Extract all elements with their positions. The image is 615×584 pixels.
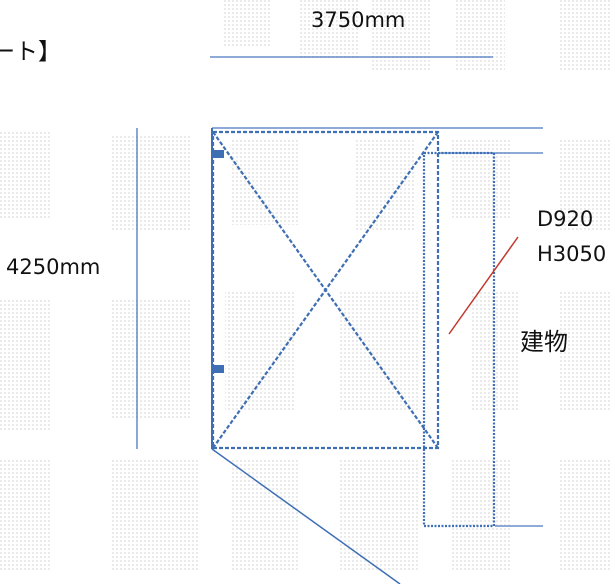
- width-dimension-label: 3750mm: [311, 8, 406, 32]
- structure-diagonal-2: [212, 131, 439, 449]
- depth-dimension-label: 4250mm: [6, 255, 101, 279]
- building-outline: [422, 151, 496, 528]
- building-label: 建物: [520, 328, 568, 356]
- post-marker-top: [212, 150, 224, 158]
- opening-height-label: H3050: [537, 242, 607, 266]
- title-fragment: ート】: [0, 39, 61, 65]
- approach-line: [211, 448, 401, 584]
- opening-depth-label: D920: [537, 207, 594, 231]
- structure-outline: [211, 130, 440, 450]
- leader-line: [448, 236, 519, 335]
- background-watermark: [0, 0, 610, 570]
- post-marker-bottom: [212, 365, 224, 373]
